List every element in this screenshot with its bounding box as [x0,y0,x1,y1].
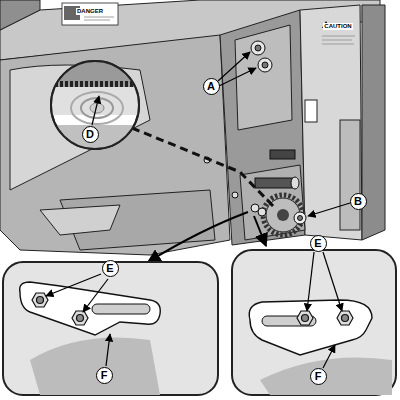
bolt [297,311,353,325]
bolt [32,293,88,325]
adjustment-plate [249,300,372,355]
danger-decal [62,3,118,25]
detail-inset-d [45,60,155,155]
plate-slot [92,304,150,314]
callout-letter: F [96,367,113,384]
callout-letter: D [82,126,99,143]
decal-text-lines [322,36,355,44]
view-arrow [148,212,248,262]
bolt [204,157,266,216]
detail-inset-right [232,250,396,395]
callout-letter: F [310,368,327,385]
view-arrow [254,216,266,246]
bolt [251,41,272,72]
adjustment-plate [20,282,161,335]
callout-letter: E [310,235,327,252]
callout-letter: E [102,260,119,277]
callout-letter: A [203,78,220,95]
decal-text: CAUTION [323,23,352,30]
bolt [294,212,306,224]
callout-letter: B [350,193,367,210]
dashed-locator-line [132,128,275,208]
leader-line [46,52,350,368]
decal-text: DANGER [76,8,104,15]
shaft [255,150,299,189]
detail-inset-left [3,262,218,395]
decal-text-lines [84,17,114,20]
machine-frame [0,0,385,255]
